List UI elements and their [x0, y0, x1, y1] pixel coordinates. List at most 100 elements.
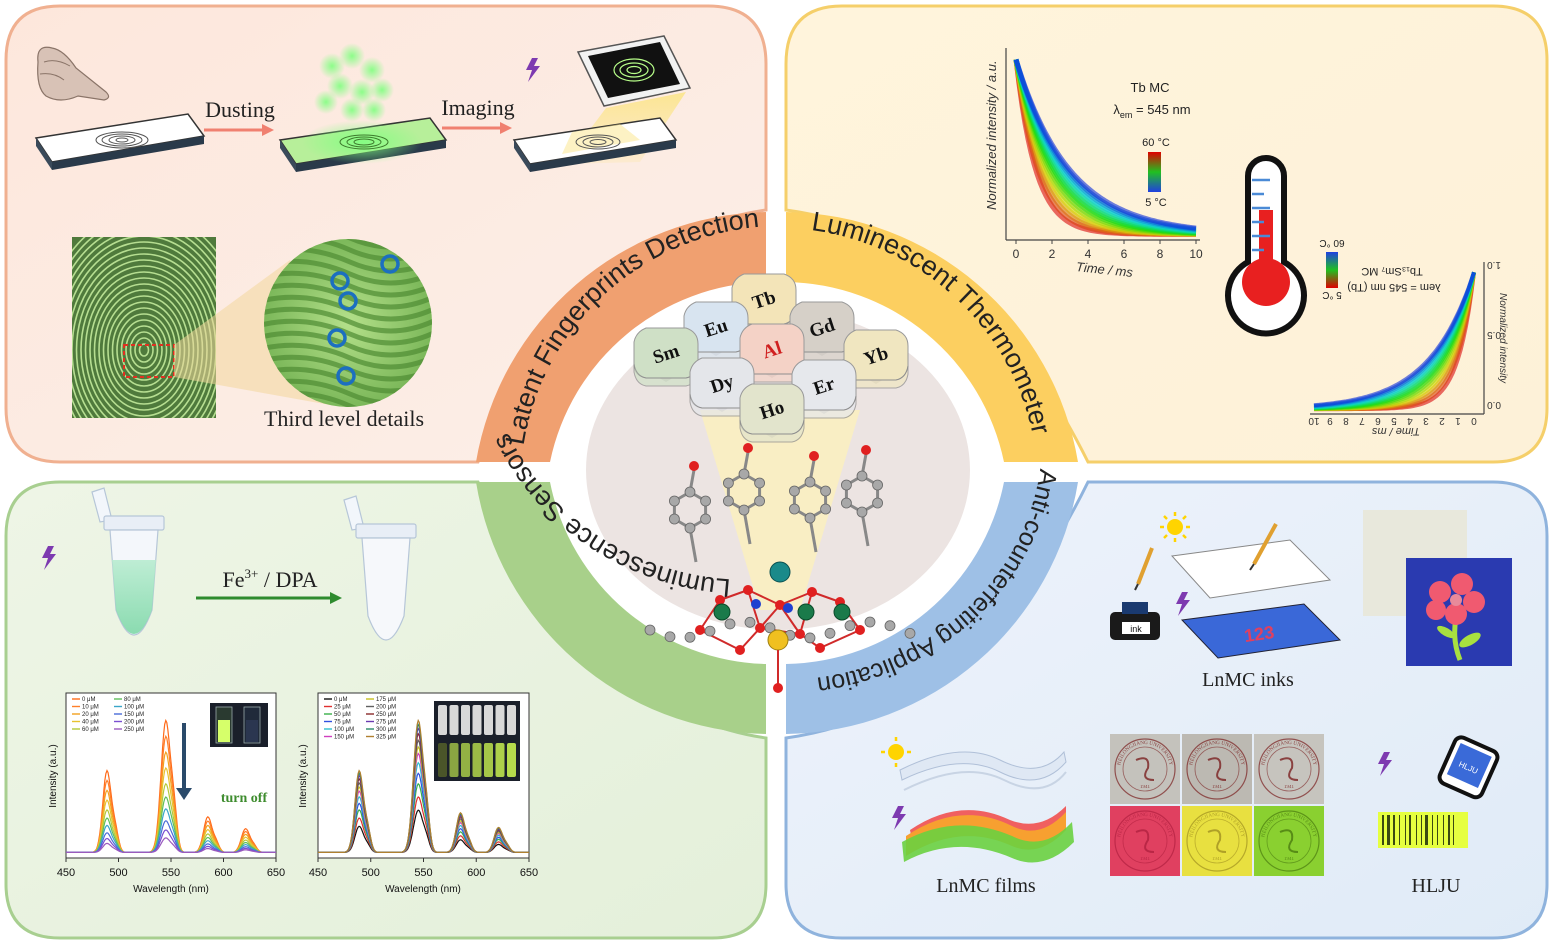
element-tile-yb: Yb — [843, 329, 909, 389]
mirror-xtick: 4 — [1407, 415, 1413, 426]
mirror-ytick: 1.0 — [1487, 259, 1501, 270]
phone-icon: HLJU — [1437, 735, 1500, 800]
element-tile-dy: Dy — [689, 357, 755, 417]
slide-dusted — [278, 117, 448, 172]
mirror-xtick: 9 — [1327, 415, 1333, 426]
seal-year: 1941 — [1284, 785, 1295, 790]
spectrum-series — [66, 837, 276, 853]
element-tile-eu: Eu — [683, 301, 749, 361]
fingerprint-workflow: Dusting Imaging — [34, 35, 692, 431]
pen-icon-2 — [1136, 547, 1154, 585]
light-cone — [700, 410, 860, 610]
barcode — [1378, 812, 1468, 848]
tube-after — [343, 495, 417, 641]
decay-subtitle: λem = 545 nm — [1113, 102, 1190, 120]
pen-icon-1 — [1252, 523, 1278, 565]
mirror-ylabel: Normalized intensity — [1497, 293, 1508, 384]
decay-xtick: 2 — [1049, 247, 1056, 261]
spectrum-xtick: 450 — [57, 867, 75, 879]
arc-bottom-left — [476, 482, 766, 734]
seal-year: 1941 — [1140, 785, 1151, 790]
spectrum-series — [66, 796, 276, 853]
mirror-colorbar — [1326, 252, 1338, 288]
pattern-123: 123 — [1243, 622, 1276, 646]
spectrum-xtick: 650 — [520, 867, 538, 879]
legend-entry: 20 μM — [82, 712, 99, 718]
legend-entry: 325 μM — [376, 735, 396, 741]
uv-bolt-icon-5 — [1378, 752, 1392, 776]
seal-year: 1941 — [1212, 857, 1223, 862]
mirror-colorbar-bottom: 5 °C — [1322, 289, 1342, 300]
legend-entry: 250 μM — [124, 727, 144, 733]
sun-icon-1 — [1160, 512, 1190, 542]
uv-bolt-icon-1 — [526, 58, 540, 82]
spec-right-ylabel: Intensity (a.u.) — [298, 744, 309, 807]
university-seals: HEILONGJIANG UNIVERSITY1941HEILONGJIANG … — [1110, 734, 1324, 876]
mirror-xtick: 3 — [1423, 415, 1429, 426]
legend-entry: 60 μM — [82, 727, 99, 733]
sun-icon-2 — [881, 737, 911, 767]
legend-entry: 100 μM — [334, 727, 354, 733]
label-dusting: Dusting — [205, 97, 275, 122]
legend-entry: 50 μM — [334, 712, 351, 718]
spectrum-series — [66, 820, 276, 853]
legend-entry: 150 μM — [334, 735, 354, 741]
mirror-xlabel: Time / ms — [1371, 425, 1420, 437]
element-tile-sm: Sm — [633, 327, 699, 387]
decay-xtick: 6 — [1121, 247, 1128, 261]
legend-entry: 0 μM — [334, 697, 347, 703]
uv-bolt-icon-4 — [892, 806, 906, 830]
ink-bottle: ink — [1110, 547, 1160, 640]
mirror-xtick: 10 — [1308, 415, 1320, 426]
mirror-colorbar-top: 60 °C — [1319, 237, 1344, 248]
element-tile-er: Er — [791, 359, 857, 419]
slide-blank — [34, 113, 206, 170]
molecular-cluster — [644, 443, 916, 693]
colorbar-bottom-label: 5 °C — [1145, 197, 1167, 209]
colorbar-top-label: 60 °C — [1142, 137, 1170, 149]
decay-ylabel: Normalized intensity / a.u. — [984, 60, 999, 210]
arc-top-left — [476, 212, 766, 462]
decay-title: Tb MC — [1131, 80, 1170, 95]
caption-inks: LnMC inks — [1202, 669, 1294, 691]
seal-year: 1941 — [1284, 857, 1295, 862]
seal-year: 1941 — [1212, 785, 1223, 790]
decay-xlabel: Time / ms — [1075, 259, 1134, 280]
mirror-subtitle: λem = 545 nm (Tb) — [1347, 281, 1440, 293]
spec-left-xlabel: Wavelength (nm) — [133, 884, 209, 895]
legend-entry: 75 μM — [334, 720, 351, 726]
arc-top-right — [786, 212, 1078, 462]
seal-year: 1941 — [1140, 857, 1151, 862]
spectrum-xtick: 500 — [109, 867, 127, 879]
slide-imaged — [512, 117, 678, 172]
anticounterfeit-section: ink 123 LnMC inks — [881, 510, 1512, 897]
spectrum-xtick: 650 — [267, 867, 285, 879]
spectrum-series — [66, 766, 276, 853]
mirror-xtick: 2 — [1439, 415, 1445, 426]
caption-films: LnMC films — [936, 875, 1036, 897]
phone-scanner — [576, 35, 692, 107]
spectrum-series — [66, 782, 276, 853]
mirror-xtick: 6 — [1375, 415, 1381, 426]
spec-left-ylabel: Intensity (a.u.) — [48, 744, 59, 807]
spectrum-series — [318, 796, 529, 853]
tube-before — [91, 487, 165, 636]
spectrum-xtick: 550 — [162, 867, 180, 879]
paper-sheet-white — [1170, 523, 1332, 599]
turn-off-label: turn off — [221, 791, 268, 806]
paper-sheet-blue: 123 — [1180, 603, 1342, 659]
spectrum-series — [318, 718, 529, 853]
spectrum-xtick: 500 — [362, 867, 380, 879]
mirror-xtick: 7 — [1359, 415, 1365, 426]
decay-xtick: 10 — [1189, 247, 1203, 261]
legend-entry: 150 μM — [124, 712, 144, 718]
cuvette-photo — [210, 703, 268, 747]
